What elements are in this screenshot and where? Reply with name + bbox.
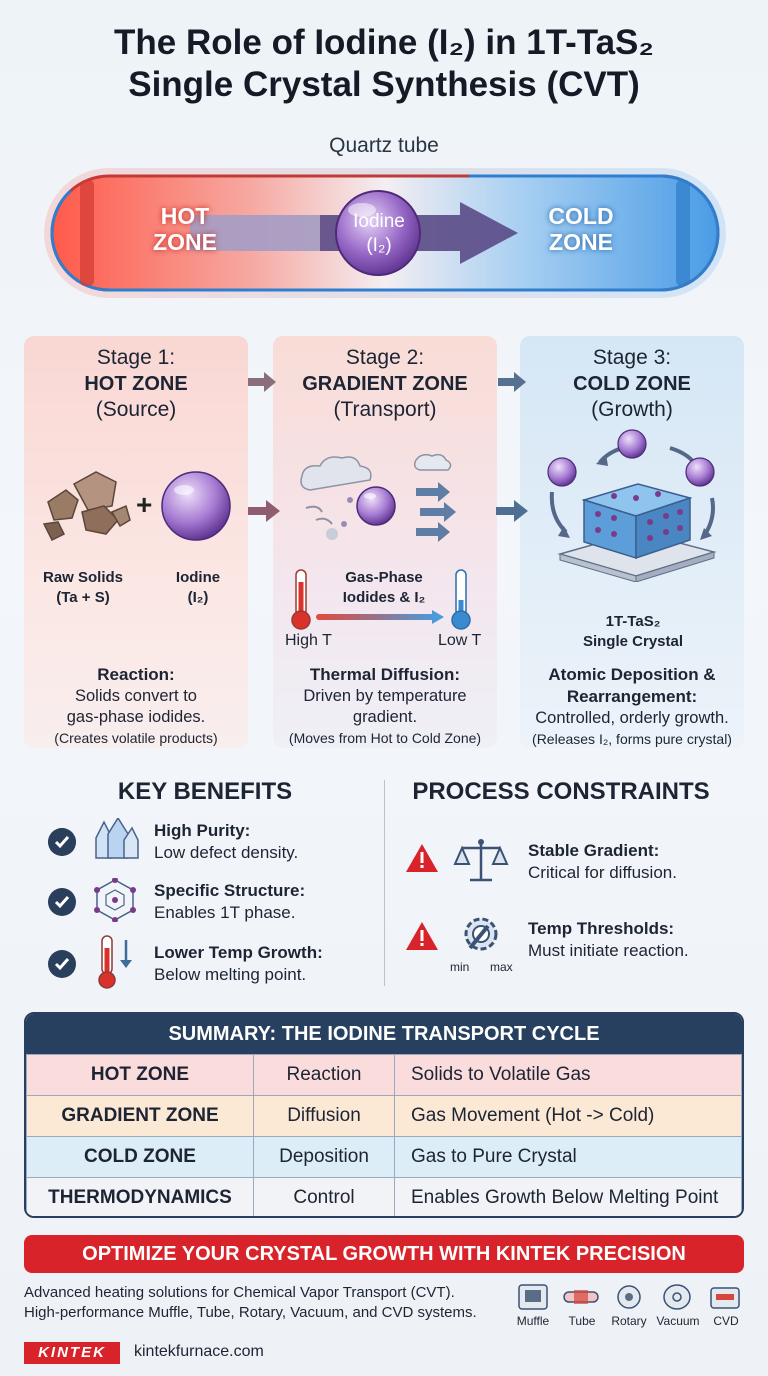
check-icon [48,888,76,916]
process-cell: Deposition [253,1136,395,1178]
stage-3-heading: Stage 3: COLD ZONE (Growth) [573,346,691,421]
zone-cell: HOT ZONE [26,1054,254,1096]
furnace-label-rotary: Rotary [611,1314,647,1328]
summary-table: SUMMARY: THE IODINE TRANSPORT CYCLE HOT … [24,1012,744,1218]
process-cell: Reaction [253,1054,395,1096]
cold-zone-label: COLD ZONE [548,203,614,255]
max-label: max [490,960,513,974]
zone-cell: THERMODYNAMICS [26,1177,254,1216]
min-label: min [450,960,470,974]
title-line-1: The Role of Iodine (I₂) in 1T-TaS₂ [114,23,654,62]
iodine-sphere-icon [161,471,231,541]
iodine-sphere-small-icon [356,486,396,526]
zone-cell: GRADIENT ZONE [26,1095,254,1137]
tube-label: Quartz tube [329,134,439,157]
vacuum-furnace-icon [663,1284,691,1310]
cta-banner[interactable]: OPTIMIZE YOUR CRYSTAL GROWTH WITH KINTEK… [24,1235,744,1273]
raw-solids-label: Raw Solids (Ta + S) [42,569,124,606]
stage-arrow-1-icon [248,372,276,392]
crystal-icon [95,818,139,859]
footer-text: Advanced heating solutions for Chemical … [24,1284,477,1321]
warning-icon [406,922,438,950]
stage-3-description: Atomic Deposition & Rearrangement: Contr… [532,665,732,747]
stage-1-card [24,336,248,748]
iodine-label: Iodine (I₂) [175,569,221,606]
constraints-title: PROCESS CONSTRAINTS [412,778,710,805]
benefits-title: KEY BENEFITS [117,778,293,805]
kintek-logo: KINTEK [24,1342,120,1364]
furnace-label-vacuum: Vacuum [656,1314,700,1328]
stage-1-heading: Stage 1: HOT ZONE (Source) [84,346,188,421]
lattice-icon [94,878,136,922]
summary-title: SUMMARY: THE IODINE TRANSPORT CYCLE [26,1014,742,1054]
high-t-label: High T [285,632,332,649]
stage-1-description: Reaction: Solids convert to gas-phase io… [54,665,218,746]
iodine-molecule-label: Iodine (I₂) [353,211,405,256]
furnace-label-muffle: Muffle [516,1314,550,1328]
raw-solids-illustration: + [42,471,231,542]
warning-icon [406,844,438,872]
stage-2-description: Thermal Diffusion: Driven by temperature… [288,665,482,746]
hot-zone-label: HOT ZONE [153,203,217,255]
title-line-2: Single Crystal Synthesis (CVT) [128,65,640,104]
check-icon [48,950,76,978]
gas-transport-illustration [300,453,456,542]
quartz-tube [44,168,726,298]
result-cell: Gas Movement (Hot -> Cold) [394,1095,742,1137]
stage-arrow-2-icon [498,372,526,392]
furnace-label-cvd: CVD [713,1314,739,1328]
plus-sign: + [136,489,152,520]
section-divider [384,780,385,986]
page-title: The Role of Iodine (I₂) in 1T-TaS₂ Singl… [0,22,768,106]
crystal-label: 1T-TaS₂ Single Crystal [582,613,684,650]
flow-arrow-2-icon [496,500,528,522]
gas-phase-label: Gas-Phase Iodides & I₂ [342,569,426,606]
furnace-icons: Muffle Tube Rotary Vacuum CVD [510,1282,750,1332]
cvd-furnace-icon [710,1287,740,1309]
rotary-furnace-icon [617,1285,641,1309]
temperature-gradient-illustration [291,569,471,630]
stage-2-card [273,336,497,748]
muffle-furnace-icon [518,1284,548,1310]
result-cell: Solids to Volatile Gas [394,1054,742,1096]
balance-scale-icon [453,839,509,882]
website-link[interactable]: kintekfurnace.com [134,1343,264,1360]
gear-wrench-icon [464,917,498,951]
crystal-growth-illustration [547,429,717,582]
process-cell: Control [253,1177,395,1216]
process-cell: Diffusion [253,1095,395,1137]
result-cell: Gas to Pure Crystal [394,1136,742,1178]
zone-cell: COLD ZONE [26,1136,254,1178]
result-cell: Enables Growth Below Melting Point [394,1177,742,1216]
low-t-label: Low T [438,632,482,649]
stage-2-heading: Stage 2: GRADIENT ZONE (Transport) [302,346,468,421]
check-icon [48,828,76,856]
thermometer-icon [98,935,132,989]
furnace-label-tube: Tube [568,1314,596,1328]
flow-arrow-1-icon [248,500,280,522]
tube-furnace-icon [563,1290,599,1304]
